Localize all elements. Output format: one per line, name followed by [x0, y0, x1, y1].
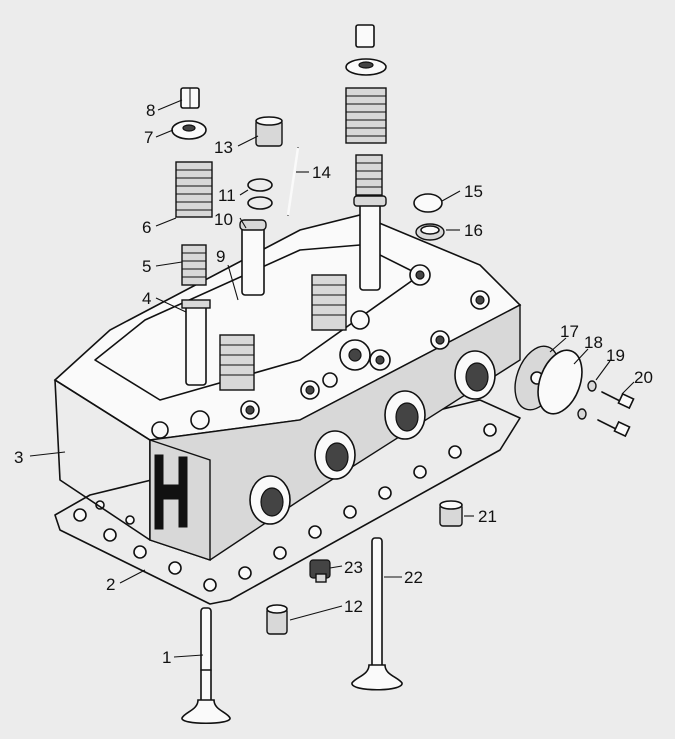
- valve-spring-inner: [181, 244, 207, 286]
- callout-3: 3: [14, 448, 23, 467]
- washers: [577, 380, 597, 420]
- cover-gasket: [537, 349, 583, 415]
- callout-18: 18: [584, 333, 603, 352]
- callout-4: 4: [142, 289, 151, 308]
- callout-23: 23: [344, 558, 363, 577]
- bushing-21: [439, 500, 463, 527]
- callout-5: 5: [142, 257, 151, 276]
- callout-labels: 1 2 3 4 5 6 7 8 9 10 11 12 13 14 15 16 1…: [14, 101, 653, 667]
- callout-19: 19: [606, 346, 625, 365]
- o-rings: [247, 178, 273, 210]
- right-valve-assembly: [345, 24, 387, 291]
- bushing-12: [266, 604, 288, 635]
- valve-guide-left: [181, 299, 211, 386]
- valve-22: [351, 537, 403, 691]
- callout-13: 13: [214, 138, 233, 157]
- plug-cap: [413, 193, 443, 213]
- head-gasket: [54, 399, 521, 605]
- callout-22: 22: [404, 568, 423, 587]
- callout-1: 1: [162, 648, 171, 667]
- plug-seal: [415, 223, 445, 241]
- valve-1: [181, 607, 231, 724]
- callout-8: 8: [146, 101, 155, 120]
- installed-spring-right: [311, 274, 347, 331]
- callout-14: 14: [312, 163, 331, 182]
- valve-spring-outer: [175, 161, 213, 218]
- callout-2: 2: [106, 575, 115, 594]
- callout-7: 7: [144, 128, 153, 147]
- callout-6: 6: [142, 218, 151, 237]
- valve-guide-top: [239, 219, 267, 296]
- callout-21: 21: [478, 507, 497, 526]
- callout-16: 16: [464, 221, 483, 240]
- pushrod: [286, 147, 300, 216]
- callout-12: 12: [344, 597, 363, 616]
- plug-23: [309, 559, 331, 583]
- bushing-13: [255, 116, 283, 147]
- callout-15: 15: [464, 182, 483, 201]
- bolts: [597, 391, 635, 438]
- callout-11: 11: [218, 186, 236, 205]
- callout-10: 10: [214, 210, 233, 229]
- cylinder-head-body: [53, 214, 522, 561]
- callout-17: 17: [560, 322, 579, 341]
- callout-20: 20: [634, 368, 653, 387]
- leader-lines: [29, 99, 635, 658]
- installed-spring-left: [219, 334, 255, 391]
- callout-9: 9: [216, 247, 225, 266]
- spring-retainer: [171, 120, 207, 140]
- valve-keepers: [180, 87, 200, 109]
